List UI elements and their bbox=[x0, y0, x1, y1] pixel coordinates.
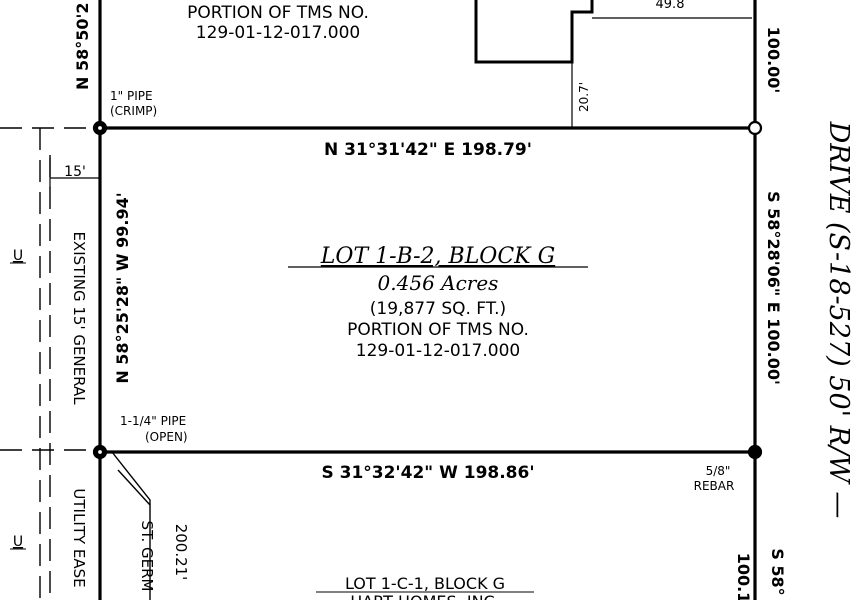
pipe-label-bottom-left-2: (OPEN) bbox=[145, 430, 188, 444]
easement-text-bottom: UTILITY EASE bbox=[70, 488, 88, 587]
east-bottom-distance-partial: 100.1 bbox=[734, 553, 753, 600]
dimension-20: 20.7' bbox=[577, 82, 591, 112]
building-outline bbox=[474, 0, 752, 64]
east-top-distance: 100.00' bbox=[764, 27, 783, 94]
east-bottom-bearing-partial: S 58° bbox=[768, 548, 787, 595]
easement-text-top: EXISTING 15' GENERAL bbox=[70, 231, 88, 405]
rebar-marker-bottom-right bbox=[747, 444, 763, 460]
top-lot-line2: 129-01-12-017.000 bbox=[196, 23, 360, 43]
street-name: ST. GERM bbox=[138, 521, 156, 592]
west-boundary-bearing: N 58°25'28" W 99.94' bbox=[113, 192, 132, 383]
rebar-label-2: REBAR bbox=[694, 479, 735, 493]
lot-boundary bbox=[98, 0, 757, 600]
lot-below-title: LOT 1-C-1, BLOCK G bbox=[345, 574, 505, 593]
lot-square-feet: (19,877 SQ. FT.) bbox=[370, 299, 506, 319]
easement-width-label: 15' bbox=[64, 164, 86, 180]
top-lot-line1: PORTION OF TMS NO. bbox=[187, 3, 369, 23]
pipe-label-top-left-2: (CRIMP) bbox=[110, 104, 157, 118]
north-boundary-bearing: N 31°31'42" E 198.79' bbox=[324, 140, 532, 160]
street-distance: 200.21' bbox=[172, 524, 190, 581]
pipe-label-bottom-left-1: 1-1/4" PIPE bbox=[120, 414, 186, 428]
easement-lines bbox=[0, 127, 88, 600]
utility-mark-bottom: U bbox=[13, 534, 23, 550]
lot-tms-line1: PORTION OF TMS NO. bbox=[347, 320, 529, 340]
lot-acres: 0.456 Acres bbox=[378, 271, 499, 295]
north-bearing-partial: N 58°50'2 bbox=[73, 2, 92, 90]
road-right-of-way: DRIVE (S-18-527) 50' R/W — bbox=[823, 121, 854, 519]
pipe-label-top-left-1: 1" PIPE bbox=[110, 89, 153, 103]
east-boundary-bearing: S 58°28'06" E 100.00' bbox=[764, 191, 783, 385]
lot-tms-line2: 129-01-12-017.000 bbox=[356, 341, 520, 361]
lot-title: LOT 1-B-2, BLOCK G bbox=[320, 244, 555, 269]
pipe-marker-top-right bbox=[747, 120, 763, 136]
rebar-label-1: 5/8" bbox=[706, 464, 731, 478]
lot-below-owner: HART HOMES, INC. bbox=[350, 592, 500, 600]
utility-mark-top: U bbox=[13, 248, 23, 264]
street-edge-lines bbox=[111, 451, 151, 600]
dimension-49: 49.8 bbox=[656, 0, 685, 12]
corner-monuments bbox=[92, 120, 763, 460]
south-boundary-bearing: S 31°32'42" W 198.86' bbox=[321, 463, 534, 483]
